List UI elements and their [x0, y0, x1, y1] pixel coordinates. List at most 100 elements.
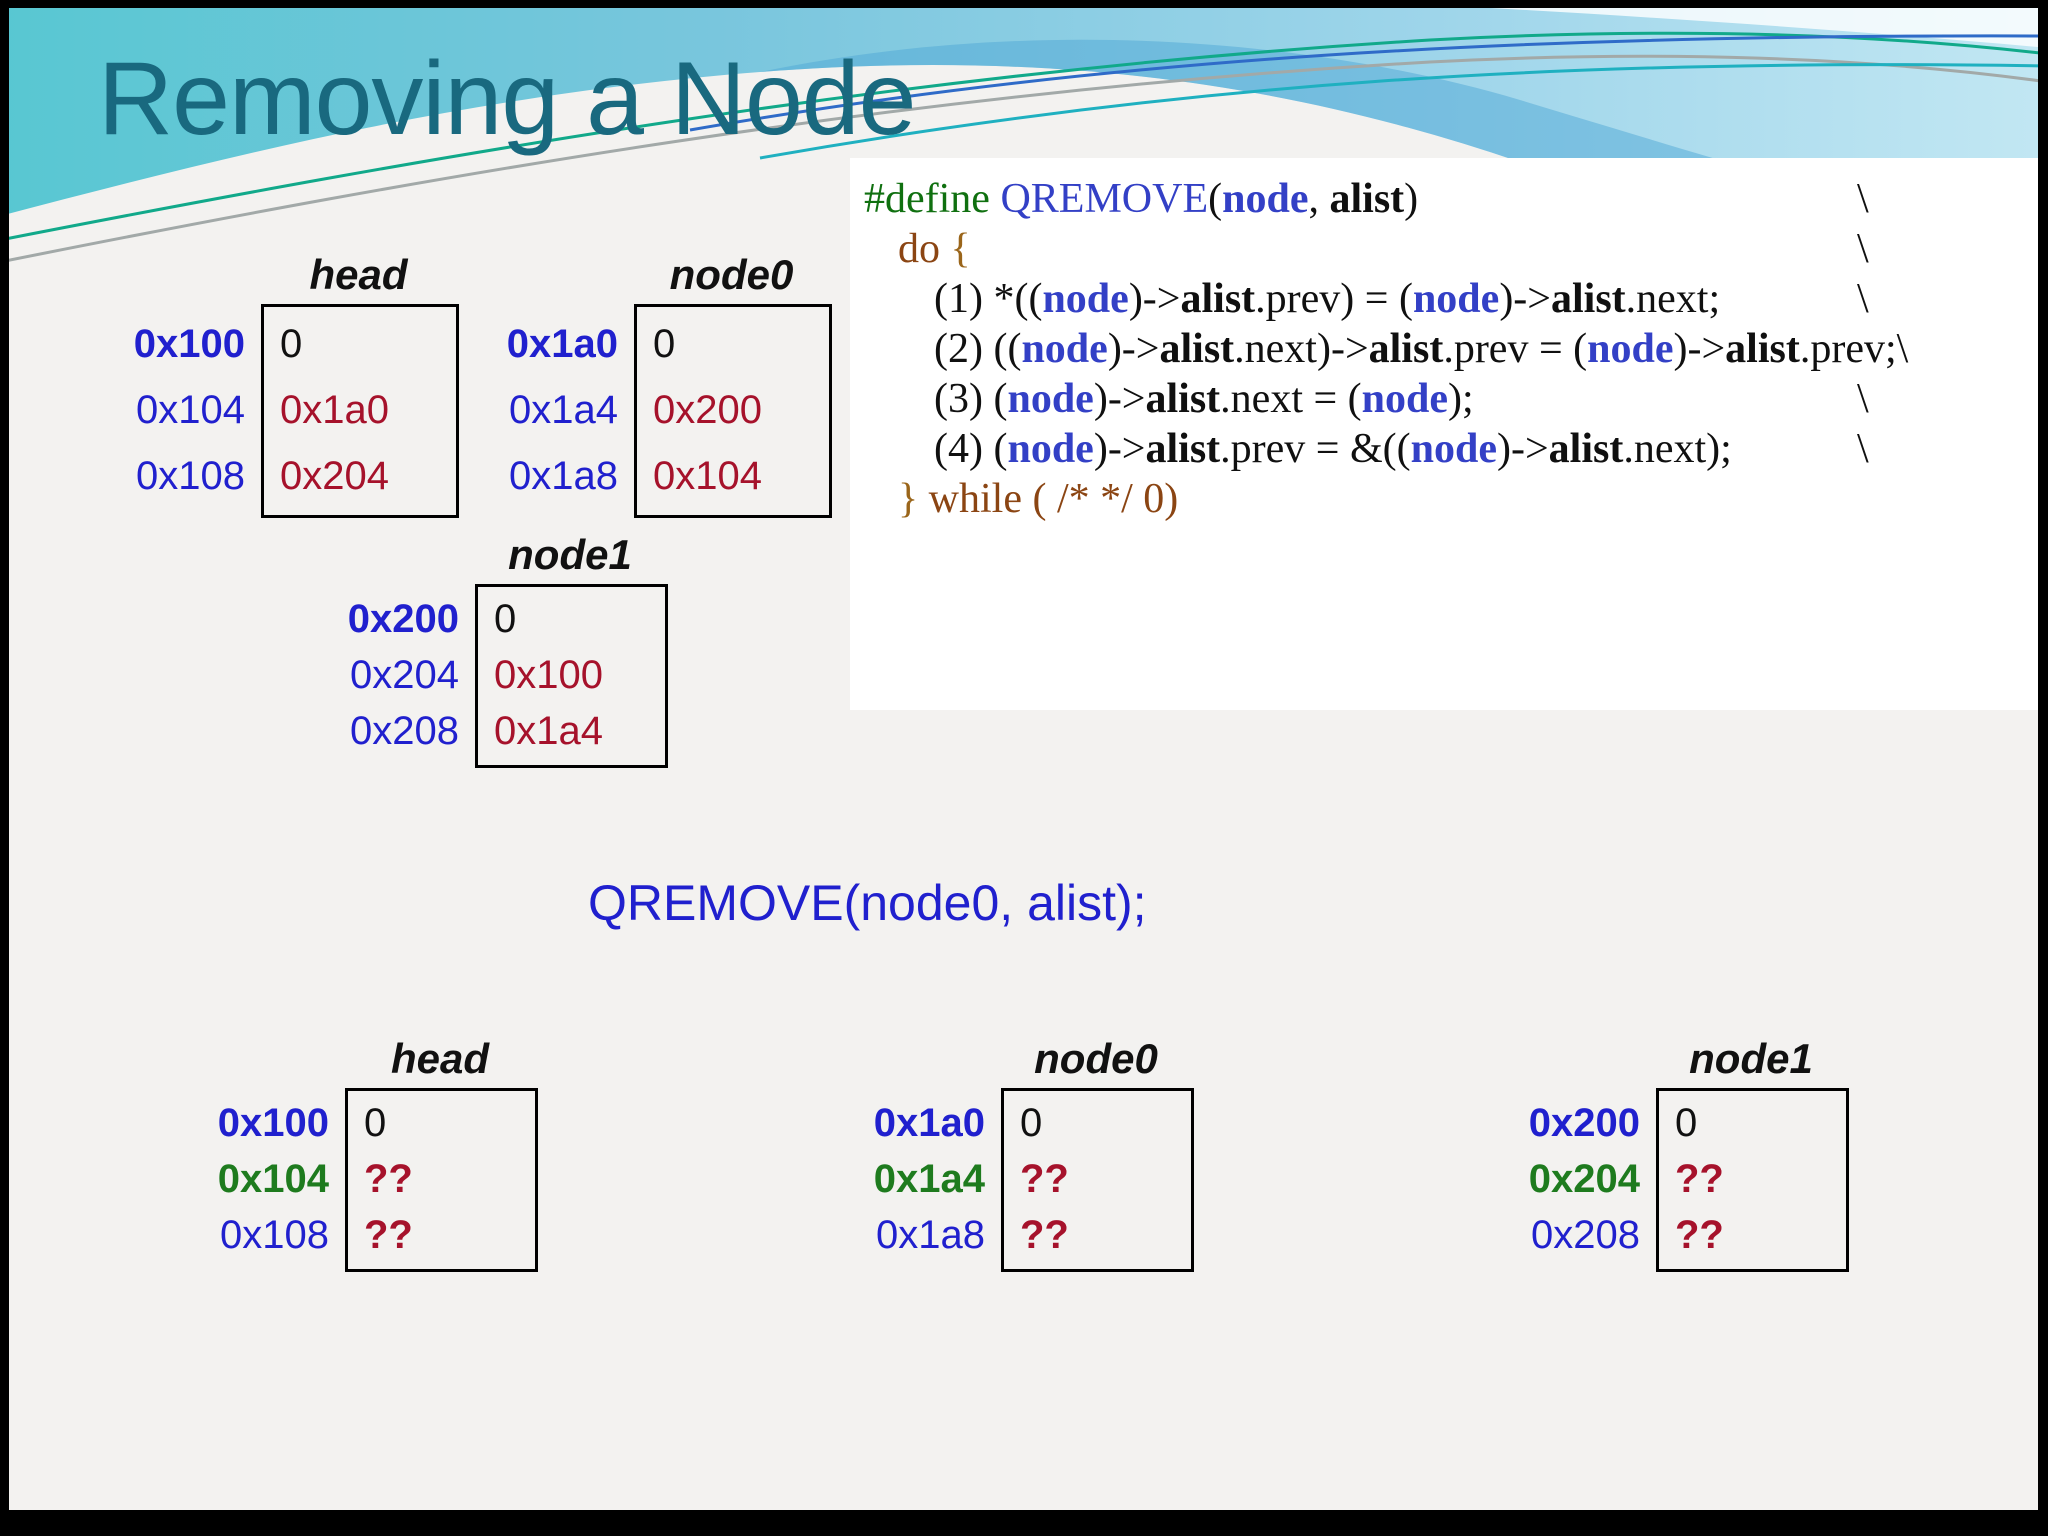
code-segment: .next = (	[1220, 376, 1362, 422]
code-segment: node	[1412, 276, 1500, 322]
code-segment: alist	[1159, 326, 1235, 372]
code-segment: node	[1587, 326, 1674, 372]
code-segment: .prev = &((	[1220, 426, 1411, 472]
line-continuation-backslash: \	[1896, 326, 1909, 372]
memory-address: 0x100	[133, 322, 245, 366]
memory-address: 0x1a8	[509, 454, 618, 498]
memory-address: 0x200	[1528, 1101, 1640, 1145]
code-segment: (	[1208, 176, 1223, 222]
code-line: (4) (node)->alist.prev = &((node)->alist…	[864, 424, 2032, 474]
memory-address: 0x100	[217, 1101, 329, 1145]
memory-address: 0x1a4	[873, 1157, 985, 1201]
memory-value: 0x204	[280, 454, 389, 498]
code-segment: )->	[1499, 276, 1551, 322]
code-segment: alist	[1550, 276, 1626, 322]
wave-line-teal	[759, 63, 2048, 160]
memory-value: ??	[364, 1213, 413, 1257]
memory-value: 0	[1675, 1101, 1698, 1145]
code-segment: node	[1007, 376, 1094, 422]
memory-address: 0x208	[350, 709, 459, 753]
code-segment: (2) ((	[934, 326, 1022, 372]
code-segment: alist	[1725, 326, 1800, 372]
memory-value-box: 0????	[1001, 1088, 1194, 1272]
memory-value: 0x1a4	[494, 709, 603, 753]
memory-value: ??	[364, 1157, 413, 1201]
code-line: (2) ((node)->alist.next)->alist.prev = (…	[864, 324, 2032, 374]
memory-table-body: 0x100 0x104 0x108 0????	[159, 1088, 538, 1272]
code-segment: .prev = (	[1443, 326, 1588, 372]
code-segment: .next;	[1625, 276, 1721, 322]
code-segment: .next)->	[1234, 326, 1369, 372]
memory-value: 0	[1020, 1101, 1043, 1145]
code-segment: );	[1448, 376, 1474, 422]
code-panel: #define QREMOVE(node, alist)\do {\(1) *(…	[850, 158, 2040, 710]
memory-table-node0-after: node0 0x1a0 0x1a4 0x1a8 0????	[815, 1036, 1194, 1272]
memory-address: 0x1a8	[876, 1213, 985, 1257]
memory-table-label: head	[390, 1035, 490, 1082]
code-segment: alist	[1145, 426, 1221, 472]
memory-table-body: 0x1a0 0x1a4 0x1a8 0????	[815, 1088, 1194, 1272]
code-segment: (3) (	[934, 376, 1008, 422]
memory-table-label: node1	[1689, 1035, 1813, 1082]
slide-title: Removing a Node	[98, 41, 916, 157]
code-segment: #define	[864, 176, 1001, 222]
header-wave-graphic	[0, 0, 2048, 313]
code-line: (1) *((node)->alist.prev) = (node)->alis…	[864, 274, 2032, 324]
code-segment: .prev;	[1799, 326, 1897, 372]
memory-value: 0x104	[653, 454, 762, 498]
code-segment: ,	[1308, 176, 1330, 222]
code-segment: alist	[1180, 276, 1256, 322]
call-statement: QREMOVE(node0, alist);	[588, 875, 1147, 931]
memory-address: 0x204	[350, 653, 459, 697]
code-line: do {\	[864, 224, 2032, 274]
wave-line-gray	[0, 54, 2048, 264]
code-segment: )	[1404, 176, 1419, 222]
memory-table-body: 0x200 0x204 0x208 0????	[1470, 1088, 1849, 1272]
code-line: #define QREMOVE(node, alist)\	[864, 174, 2032, 224]
line-continuation-backslash: \	[1857, 376, 1869, 422]
memory-address: 0x204	[1528, 1157, 1640, 1201]
code-segment: alist	[1145, 376, 1221, 422]
memory-address: 0x1a0	[873, 1101, 985, 1145]
memory-address: 0x104	[217, 1157, 329, 1201]
code-segment: QREMOVE	[1000, 176, 1209, 222]
code-segment: node	[1021, 326, 1108, 372]
code-segment: .next);	[1623, 426, 1732, 472]
memory-value: 0	[494, 597, 517, 641]
code-segment: node	[1410, 426, 1497, 472]
code-segment: }	[898, 476, 929, 522]
wave-ribbon	[760, 39, 2048, 313]
code-segment: .prev) = (	[1255, 276, 1413, 322]
memory-value-box: 0????	[1656, 1088, 1849, 1272]
memory-value-box: 0????	[345, 1088, 538, 1272]
memory-address: 0x208	[1531, 1213, 1640, 1257]
code-segment: alist	[1368, 326, 1444, 372]
memory-table-label: node0	[669, 251, 794, 298]
memory-address: 0x108	[220, 1213, 329, 1257]
memory-address-column: 0x200 0x204 0x208	[1470, 1088, 1656, 1272]
line-continuation-backslash: \	[1857, 176, 1869, 222]
memory-address-column: 0x100 0x104 0x108	[159, 1088, 345, 1272]
code-segment: {	[950, 226, 971, 272]
code-line: } while ( /* */ 0)	[864, 474, 2032, 524]
wave-band	[0, 0, 2048, 312]
memory-table-label: node1	[508, 531, 632, 578]
memory-value: 0x200	[653, 388, 762, 432]
memory-value: ??	[1675, 1213, 1724, 1257]
macro-code-lines: #define QREMOVE(node, alist)\do {\(1) *(…	[864, 174, 2032, 524]
memory-table-label: node0	[1034, 1035, 1158, 1082]
code-segment: node	[1361, 376, 1449, 422]
memory-address: 0x108	[136, 454, 245, 498]
